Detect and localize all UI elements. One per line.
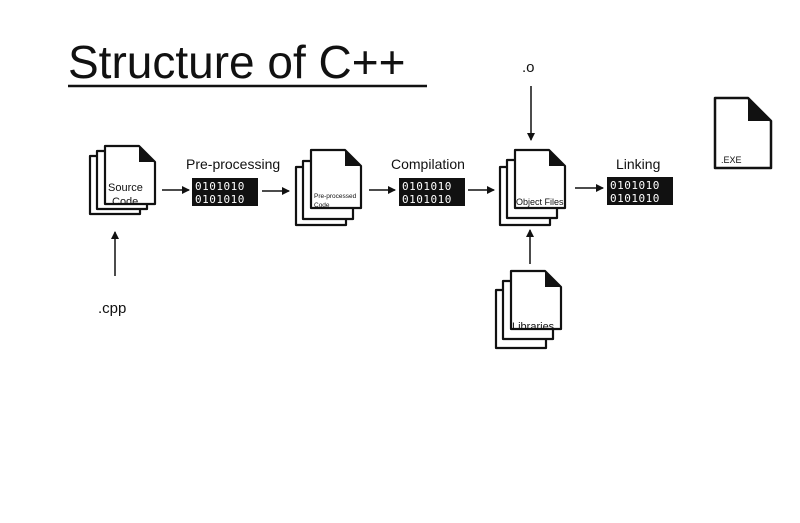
exe-file-icon: .EXE	[713, 96, 773, 170]
cpp-extension-label: .cpp	[98, 300, 126, 317]
object-files-doc-icon: Object Files	[498, 148, 567, 227]
binary-line: 0101010	[195, 193, 245, 206]
binary-line: 0101010	[195, 180, 245, 193]
source-code-label-line1: Source	[108, 182, 143, 194]
o-extension-label: .o	[522, 59, 535, 76]
preprocessed-label-line2: Code	[314, 202, 330, 209]
source-code-label-line2: Code	[112, 196, 138, 208]
libraries-doc-icon: Libraries	[494, 269, 563, 350]
libraries-label: Libraries	[512, 321, 555, 333]
binary-line: 0101010	[402, 180, 452, 193]
preprocessed-label-line1: Pre-processed	[314, 193, 357, 200]
binary-line: 0101010	[402, 193, 452, 206]
object-files-label: Object Files	[516, 197, 564, 207]
compilation-binary-block: 0101010 0101010	[399, 178, 465, 206]
binary-line: 0101010	[610, 192, 660, 205]
page-title: Structure of C++	[68, 36, 406, 88]
preprocessed-code-doc-icon: Pre-processed Code	[294, 148, 363, 227]
exe-label: .EXE	[721, 155, 742, 165]
binary-line: 0101010	[610, 179, 660, 192]
preprocessing-label: Pre-processing	[186, 156, 280, 172]
compilation-label: Compilation	[391, 156, 465, 172]
preprocessing-binary-block: 0101010 0101010	[192, 178, 258, 206]
source-code-doc-icon: Source Code	[88, 144, 157, 216]
linking-label: Linking	[616, 156, 660, 172]
linking-binary-block: 0101010 0101010	[607, 177, 673, 205]
